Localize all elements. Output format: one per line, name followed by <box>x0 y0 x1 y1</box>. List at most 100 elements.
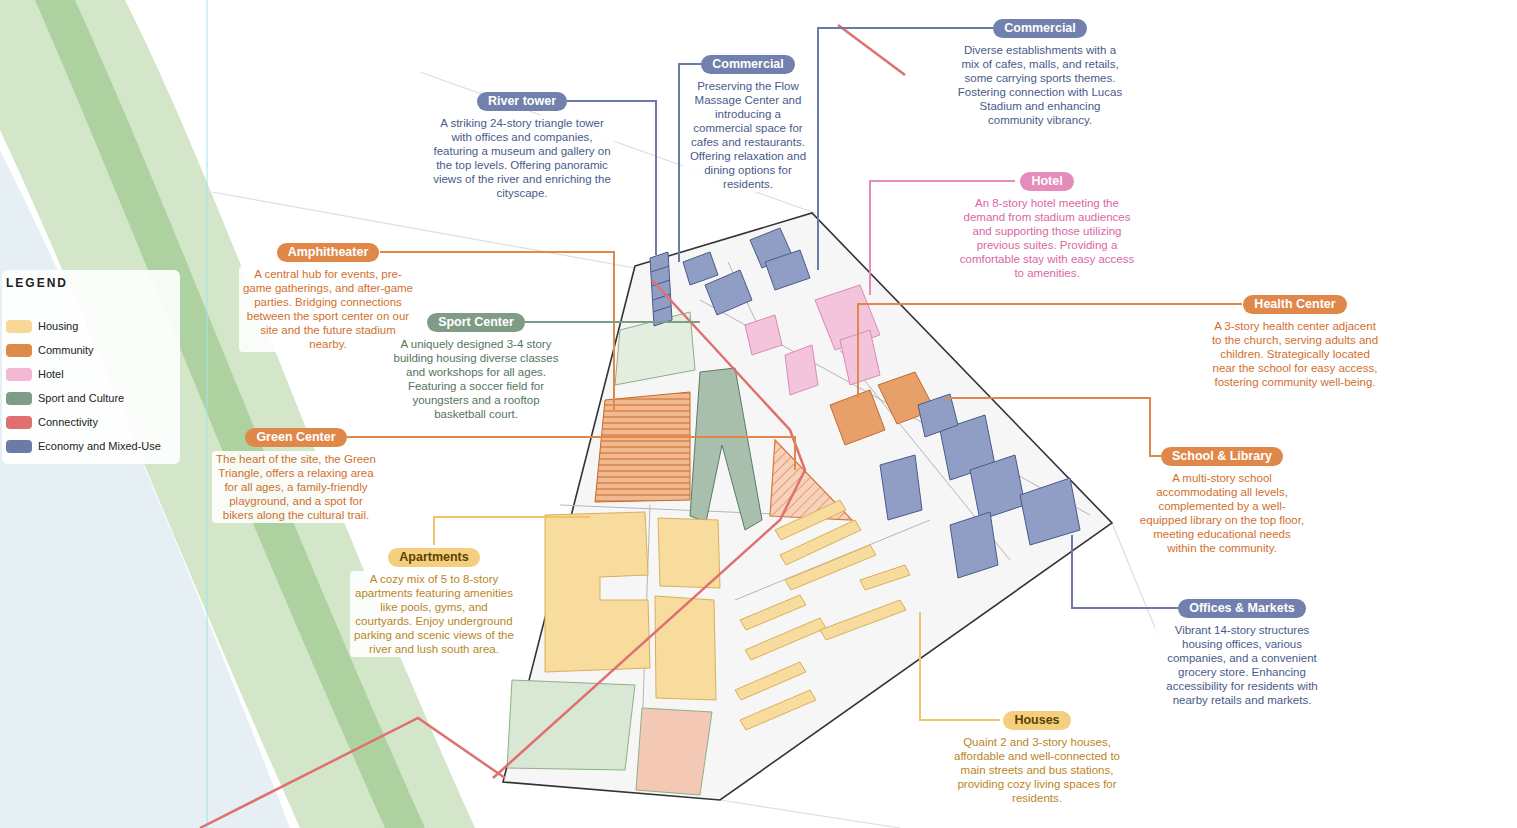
leader-line <box>344 437 795 470</box>
legend-label: Community <box>38 344 94 356</box>
legend-swatch <box>6 344 32 357</box>
callout: River tower A striking 24-story triangle … <box>430 91 615 201</box>
legend-row: Community <box>6 338 176 362</box>
connectivity-route <box>200 718 505 828</box>
river-banks <box>207 0 208 828</box>
park <box>507 680 635 770</box>
callout-heading: Amphitheater <box>277 243 380 262</box>
context-streets <box>212 72 1160 828</box>
office-building <box>880 455 922 520</box>
apartment-building <box>658 518 720 588</box>
callout-heading: Health Center <box>1243 295 1346 314</box>
callout: Apartments A cozy mix of 5 to 8-story apa… <box>350 547 518 657</box>
house-row <box>745 618 826 660</box>
legend-label: Connectivity <box>38 416 98 428</box>
callout-description: A striking 24-story triangle tower with … <box>430 115 615 201</box>
leader-line <box>516 321 700 323</box>
office-building <box>918 394 958 437</box>
callout: CommercialDiverse establishments with a … <box>955 18 1125 128</box>
leader-line <box>344 28 1242 720</box>
health-center-building <box>830 390 885 445</box>
callout-description: Preserving the Flow Massage Center and i… <box>683 78 813 192</box>
amphitheater-building <box>595 392 690 502</box>
legend-panel: LEGENDHousingCommunityHotelSport and Cul… <box>2 270 180 464</box>
callout: Green CenterThe heart of the site, the G… <box>212 427 380 523</box>
legend-row: Connectivity <box>6 410 176 434</box>
leader-line <box>945 398 1163 456</box>
callout-description: An 8-story hotel meeting the demand from… <box>955 195 1140 281</box>
callout-description: The heart of the site, the Green Triangl… <box>212 451 380 523</box>
office-building <box>880 394 1080 578</box>
callout-heading: River tower <box>477 92 567 111</box>
legend-label: Housing <box>38 320 78 332</box>
house-row <box>735 662 806 700</box>
hotel-building <box>745 285 880 395</box>
legend-label: Economy and Mixed-Use <box>38 440 161 452</box>
legend-swatch <box>6 440 32 453</box>
hotel-building <box>840 330 880 385</box>
callout-heading: Apartments <box>388 548 479 567</box>
legend-swatch <box>6 320 32 333</box>
leader-line <box>858 304 1242 398</box>
callout-heading: Offices & Markets <box>1178 599 1306 618</box>
context-streets <box>212 192 635 268</box>
legend-swatch <box>6 368 32 381</box>
hotel-building <box>785 345 818 395</box>
office-building <box>970 455 1025 520</box>
callout-description: Vibrant 14-story structures housing offi… <box>1155 622 1330 708</box>
callout-heading: School & Library <box>1161 447 1283 466</box>
callout-description: A 3-story health center adjacent to the … <box>1209 318 1381 390</box>
callout-heading: Commercial <box>993 19 1087 38</box>
commercial-building <box>683 228 810 315</box>
callout: Offices & MarketsVibrant 14-story struct… <box>1155 598 1330 708</box>
callout: HotelAn 8-story hotel meeting the demand… <box>955 171 1140 281</box>
apartment-building <box>545 512 720 700</box>
callout: Health Center A 3-story health center adj… <box>1209 294 1381 390</box>
sport-center-building <box>690 368 762 530</box>
house-row <box>740 690 816 730</box>
connectivity-route <box>200 25 905 828</box>
callout: School & Library A multi-story school acc… <box>1136 446 1308 556</box>
house-row <box>740 595 806 630</box>
site-outline <box>503 213 1112 800</box>
leader-line <box>920 612 1000 720</box>
callout: CommercialPreserving the Flow Massage Ce… <box>683 54 813 192</box>
connectivity-route <box>838 25 905 75</box>
callout-heading: Commercial <box>701 55 795 74</box>
legend-label: Hotel <box>38 368 64 380</box>
legend-row: Sport and Culture <box>6 386 176 410</box>
legend-swatch <box>6 416 32 429</box>
callout-description: Diverse establishments with a mix of caf… <box>955 42 1125 128</box>
apartment-building <box>655 596 716 700</box>
callout-description: Quaint 2 and 3-story houses, affordable … <box>951 734 1123 806</box>
office-building <box>950 512 998 578</box>
legend-label: Sport and Culture <box>38 392 124 404</box>
office-building <box>1020 478 1080 545</box>
house-row <box>735 500 910 730</box>
site-outline <box>503 213 1112 800</box>
callout: Sport Center A uniquely designed 3-4 stor… <box>390 312 562 422</box>
callout-description: A multi-story school accommodating all l… <box>1136 470 1308 556</box>
leader-line <box>434 517 590 545</box>
callout: HousesQuaint 2 and 3-story houses, affor… <box>951 710 1123 806</box>
legend-row: Housing <box>6 314 176 338</box>
house-row <box>820 600 906 640</box>
legend-row: Hotel <box>6 362 176 386</box>
park <box>636 708 712 795</box>
callout-description: A cozy mix of 5 to 8-story apartments fe… <box>350 571 518 657</box>
hotel-building <box>745 315 782 355</box>
amphitheater-building <box>595 392 690 502</box>
legend-swatch <box>6 392 32 405</box>
callout: AmphitheaterA central hub for events, pr… <box>239 242 417 352</box>
callout-heading: Houses <box>1003 711 1070 730</box>
house-row <box>860 565 910 590</box>
apartment-building <box>545 512 650 672</box>
context-streets <box>720 800 900 828</box>
callout-heading: Sport Center <box>427 313 525 332</box>
callout-heading: Green Center <box>245 428 346 447</box>
commercial-building <box>683 252 718 285</box>
legend-row: Economy and Mixed-Use <box>6 434 176 458</box>
sport-center-building <box>690 368 762 530</box>
callout-description: A uniquely designed 3-4 story building h… <box>390 336 562 422</box>
